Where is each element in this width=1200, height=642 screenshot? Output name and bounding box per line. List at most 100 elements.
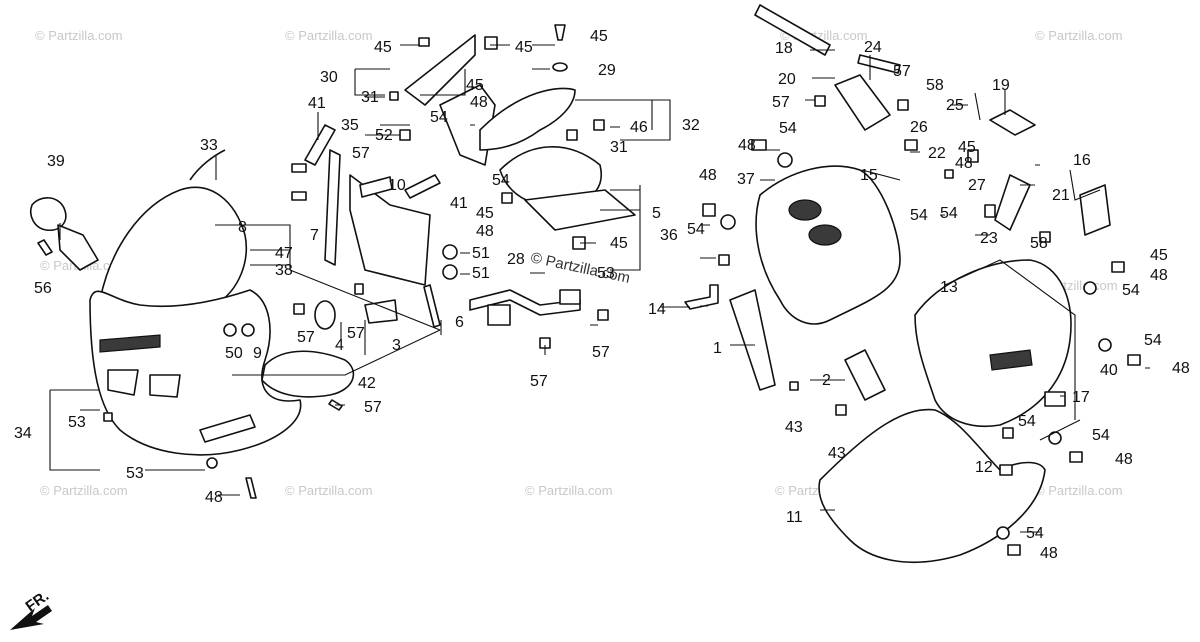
bracket-block [487,304,511,326]
callout-55: 56 [34,280,52,297]
stay-left [324,149,341,266]
headlight-left [107,369,139,396]
nut [399,129,411,141]
callout-1: 1 [713,340,722,357]
bracket-22 [904,139,918,151]
callout-2: 2 [822,372,831,389]
callout-57: 57 [530,373,548,390]
screw [835,404,847,416]
grommet [389,91,399,101]
callout-48: 48 [1150,267,1168,284]
callout-45: 45 [374,39,392,56]
bolt [751,139,767,151]
bracket-23 [984,204,996,218]
callout-20: 20 [778,71,796,88]
callout-48: 48 [699,167,717,184]
center-watermark: © Partzilla.com [529,249,631,287]
bolt [354,283,364,295]
callout-48: 48 [738,137,756,154]
callout-36: 36 [660,227,678,244]
inner-upper-left [404,34,476,106]
bolt [245,477,257,499]
part-24 [857,54,901,74]
callout-45: 45 [515,39,533,56]
callout-48: 48 [476,223,494,240]
side-cowl-decal [989,349,1033,371]
callout-50: 51 [472,265,490,282]
inner-cover-1 [729,289,776,391]
washer [1098,338,1112,352]
inner-panel-5 [524,189,636,231]
bracket-3 [364,299,398,324]
callout-8: 8 [238,219,247,236]
bolt [967,149,979,163]
bolt [1069,451,1083,463]
grommet [566,129,578,141]
callout-13: 13 [940,279,958,296]
bracket-16 [1079,184,1111,236]
watermark: © Partzilla.com [525,483,613,498]
callout-18: 18 [775,40,793,57]
screw [418,37,430,47]
callout-47: 48 [205,489,223,506]
bracket-14 [684,284,719,310]
front-arrow-icon [10,605,52,630]
horn [314,300,336,330]
callout-10: 10 [388,177,406,194]
callout-33: 33 [200,137,218,154]
callout-45: 45 [958,139,976,156]
cowl-lower-decal [199,414,256,443]
callout-22: 22 [928,145,946,162]
bolt [718,254,730,266]
callout-53: 54 [910,207,928,224]
callout-50: 51 [472,245,490,262]
stay-19 [989,109,1036,136]
callout-53: 53 [126,465,144,482]
callout-54: 54 [779,120,797,137]
bracket-10 [359,176,393,198]
callout-41: 41 [450,195,468,212]
bolt [293,303,305,315]
washer [1048,431,1062,445]
mirror-glass [30,197,67,232]
cowl-logo-decal [99,334,161,353]
air-duct-lower [808,224,842,246]
callout-27: 27 [968,177,986,194]
callout-57: 57 [352,145,370,162]
bolt [291,191,307,201]
callout-45: 45 [476,205,494,222]
callout-57: 58 [1030,235,1048,252]
clip [206,457,218,469]
callout-19: 19 [992,77,1010,94]
clip [501,192,513,204]
callout-45: 46 [630,119,648,136]
callout-54: 54 [1122,282,1140,299]
callout-15: 15 [860,167,878,184]
callout-12: 12 [975,459,993,476]
callout-49: 50 [225,345,243,362]
bracket-6 [423,284,441,328]
callout-55: 57 [364,399,382,416]
bolt [1111,261,1125,273]
callout-56: 57 [347,325,365,342]
bolt [897,99,909,111]
callout-23: 23 [980,230,998,247]
side-cowl [914,259,1072,427]
middle-cowl-assembly [702,4,1111,401]
callout-52: 53 [68,414,86,431]
inner-cover-2 [844,349,886,401]
callout-30: 30 [320,69,338,86]
callout-54: 54 [687,221,705,238]
washer [552,62,568,72]
headlight-right [149,374,181,398]
callout-54: 54 [430,109,448,126]
emblem-17 [1044,391,1066,407]
bolt [1127,354,1141,366]
bolt [1007,544,1021,556]
callout-44: 45 [590,28,608,45]
bracket-41 [404,174,441,199]
nut [442,244,458,260]
mirror-stay [57,224,99,271]
bolt [814,95,826,107]
clip [999,464,1013,476]
